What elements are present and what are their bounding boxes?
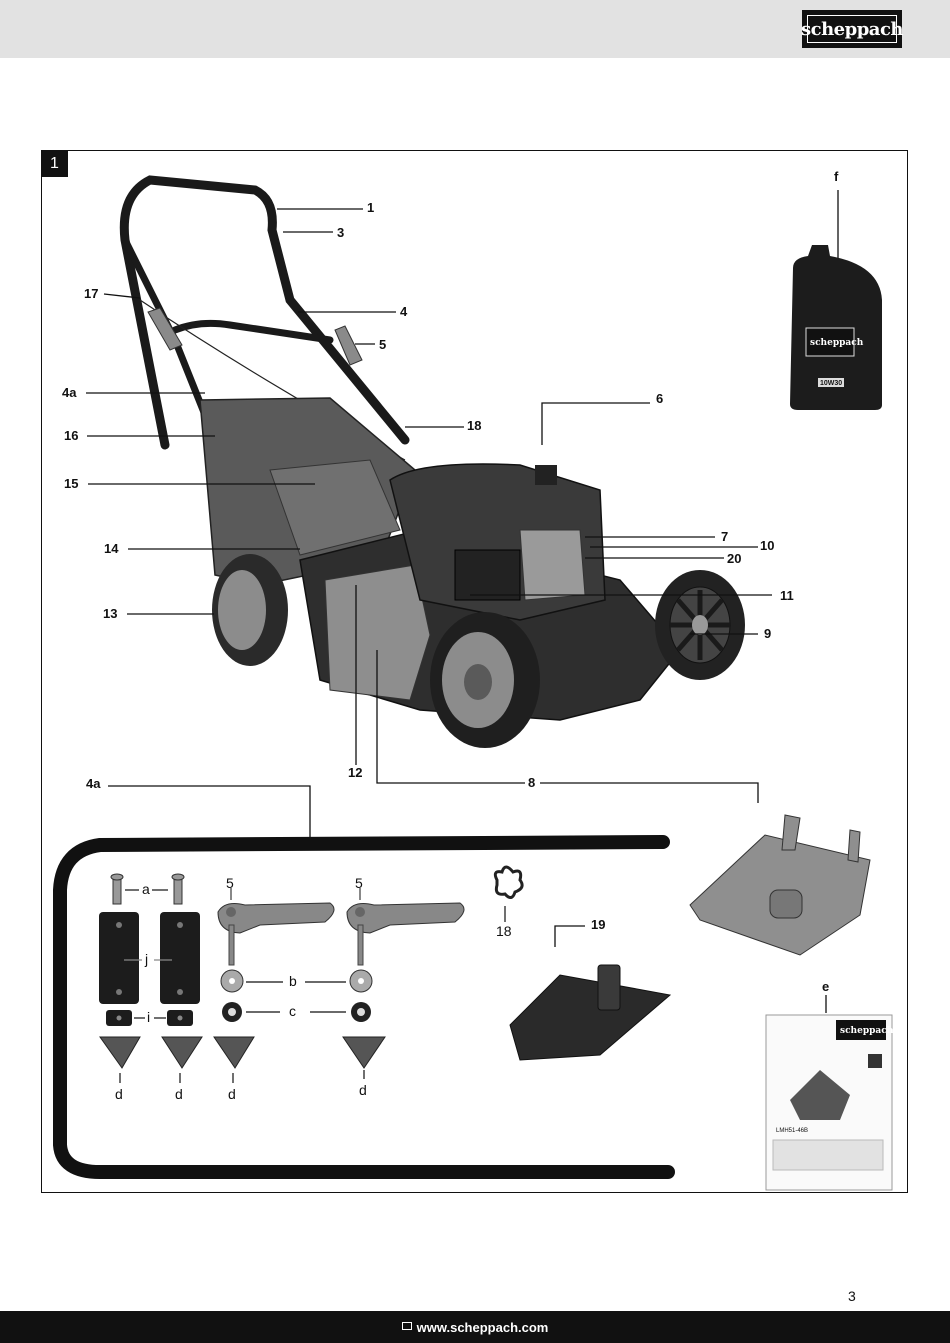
part-label-i: i <box>147 1009 151 1025</box>
part-label-j: j <box>145 951 149 967</box>
callout-1: 1 <box>367 200 375 215</box>
callout-11: 11 <box>780 588 794 603</box>
brand-logo-text: scheppach <box>801 15 904 43</box>
callout-e: e <box>822 979 830 994</box>
callout-13: 13 <box>103 606 118 621</box>
figure-number: 1 <box>41 150 68 177</box>
callout-12: 12 <box>348 765 363 780</box>
callout-3: 3 <box>337 225 345 240</box>
part-label-b: b <box>289 973 297 989</box>
callout-4a-exploded: 4a <box>86 776 101 791</box>
callout-10: 10 <box>760 538 775 553</box>
callout-17: 17 <box>84 286 99 301</box>
callout-4: 4 <box>400 304 408 319</box>
callout-19: 19 <box>591 917 606 932</box>
callout-16: 16 <box>64 428 79 443</box>
callout-18: 18 <box>467 418 482 433</box>
oil-bottle-brand: scheppach <box>810 338 864 348</box>
callout-5: 5 <box>379 337 387 352</box>
callout-f: f <box>834 169 839 184</box>
callout-9: 9 <box>764 626 772 641</box>
callout-7: 7 <box>721 529 729 544</box>
part-label-5-right: 5 <box>355 875 363 891</box>
callout-14: 14 <box>104 541 119 556</box>
callout-8: 8 <box>528 775 536 790</box>
monitor-icon <box>401 1322 412 1330</box>
brand-logo: scheppach <box>801 10 904 48</box>
website-link[interactable]: www.scheppach.com <box>416 1319 549 1335</box>
part-label-a: a <box>142 881 150 897</box>
callout-15: 15 <box>64 476 79 491</box>
part-label-5-left: 5 <box>226 875 234 891</box>
header-bar <box>0 0 950 58</box>
part-label-d-2: d <box>175 1086 183 1102</box>
manual-model: LMH51-46B <box>776 1128 809 1134</box>
manual-brand: scheppach <box>840 1026 894 1036</box>
callout-4a: 4a <box>62 385 77 400</box>
callout-20: 20 <box>727 551 742 566</box>
part-label-d-1: d <box>115 1086 123 1102</box>
callout-18-clip: 18 <box>496 923 512 939</box>
footer-bar: www.scheppach.com <box>0 1311 950 1343</box>
callout-6: 6 <box>656 391 664 406</box>
part-label-c: c <box>289 1003 296 1019</box>
part-label-d-4: d <box>359 1082 367 1098</box>
page-number: 3 <box>848 1288 856 1304</box>
part-label-d-3: d <box>228 1086 236 1102</box>
figure-frame <box>41 150 908 1193</box>
oil-bottle-grade: 10W30 <box>820 380 843 387</box>
